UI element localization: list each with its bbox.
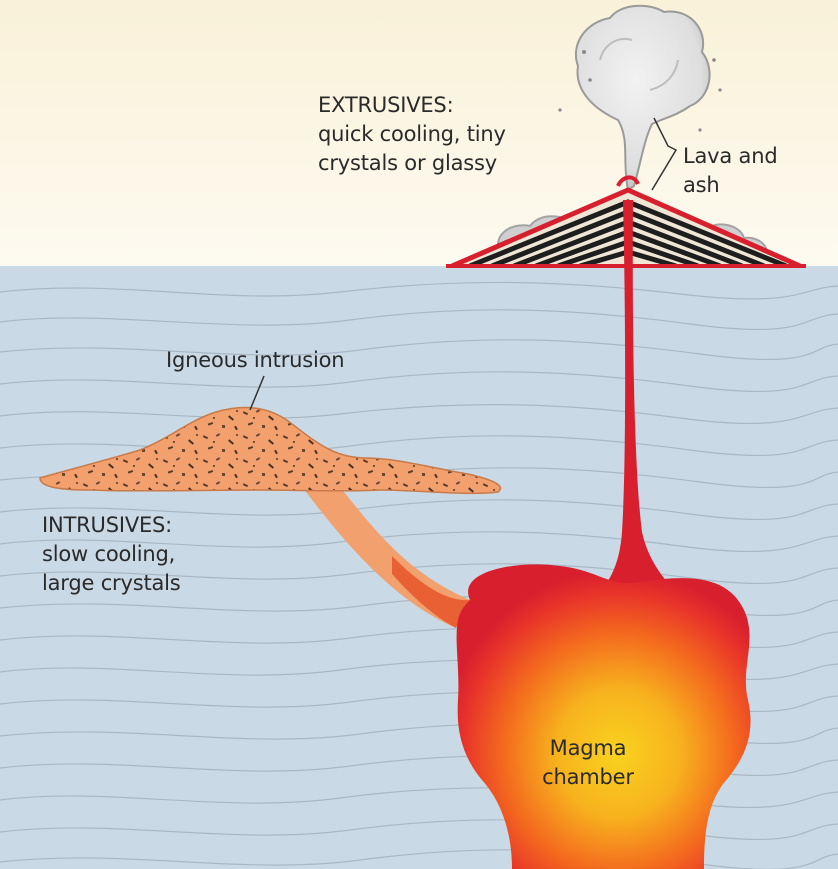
igneous-intrusion-label: Igneous intrusion: [166, 346, 344, 375]
lava-and-ash-line-1: Lava and: [683, 142, 777, 171]
magma-chamber-line-1: Magma: [528, 734, 648, 763]
magma-chamber-label: Magma chamber: [528, 734, 648, 792]
magma-chamber-line-2: chamber: [528, 763, 648, 792]
extrusives-heading: EXTRUSIVES:: [318, 91, 506, 120]
extrusives-line-1: quick cooling, tiny: [318, 120, 506, 149]
extrusives-label: EXTRUSIVES: quick cooling, tiny crystals…: [318, 91, 506, 178]
intrusives-line-2: large crystals: [42, 569, 181, 598]
extrusives-line-2: crystals or glassy: [318, 149, 506, 178]
intrusives-label: INTRUSIVES: slow cooling, large crystals: [42, 511, 181, 598]
intrusives-line-1: slow cooling,: [42, 540, 181, 569]
lava-and-ash-label: Lava and ash: [683, 142, 777, 200]
lava-and-ash-line-2: ash: [683, 171, 777, 200]
intrusives-heading: INTRUSIVES:: [42, 511, 181, 540]
